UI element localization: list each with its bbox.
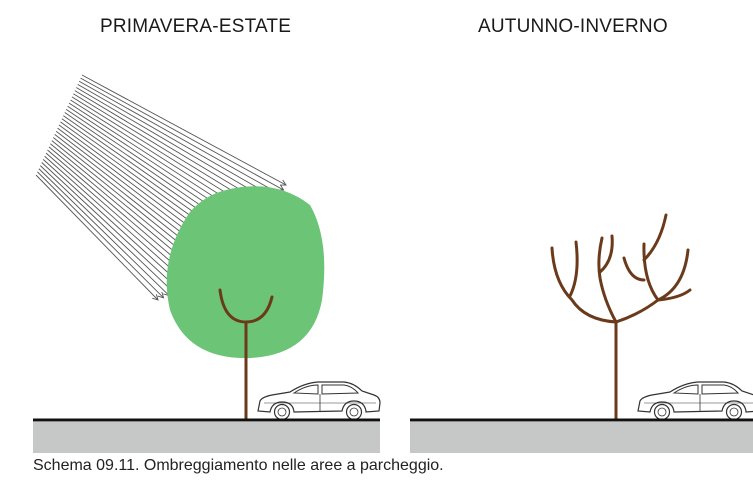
sun-ray-arrowhead	[157, 291, 165, 299]
sun-ray-line	[76, 87, 277, 206]
right-panel	[410, 213, 753, 453]
figure-caption: Schema 09.11. Ombreggiamento nelle aree …	[33, 457, 444, 474]
sun-ray-line	[38, 168, 170, 296]
ground-right	[410, 422, 753, 453]
left-panel	[33, 74, 381, 453]
sun-ray-arrowhead	[279, 179, 287, 186]
sun-ray-line	[42, 159, 186, 289]
sun-ray-line	[78, 80, 282, 196]
sun-ray-line	[81, 74, 287, 186]
sun-ray-line	[37, 171, 164, 299]
panel-title-autumn-winter: AUTUNNO-INVERNO	[478, 16, 668, 37]
sun-ray-arrowhead	[152, 294, 159, 301]
panel-title-spring-summer: PRIMAVERA-ESTATE	[100, 16, 292, 37]
sun-ray-line	[35, 174, 159, 301]
sun-ray-line	[40, 165, 175, 294]
sun-ray-line	[44, 155, 192, 287]
tree-with-leaves-icon	[218, 288, 274, 422]
tree-foliage	[166, 186, 325, 359]
car-icon	[257, 381, 381, 421]
sun-ray-line	[80, 77, 284, 191]
sun-ray-line	[41, 162, 181, 292]
car-icon	[637, 381, 753, 421]
ground-left	[33, 422, 380, 453]
sun-ray-line	[77, 83, 279, 201]
bare-tree-icon	[550, 213, 692, 422]
